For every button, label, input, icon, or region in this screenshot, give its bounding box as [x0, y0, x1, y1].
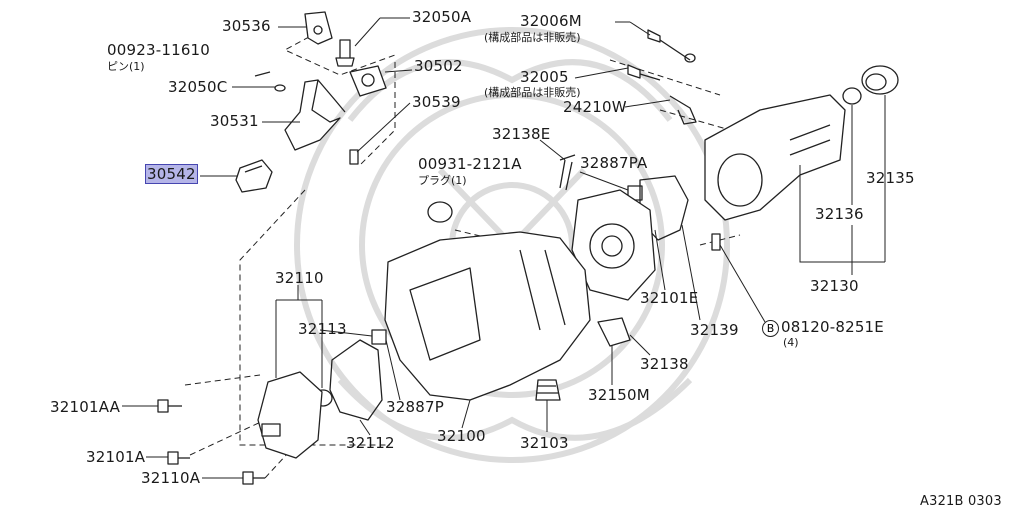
part-32006M-switch [647, 29, 696, 63]
label-32101AA: 32101AA [50, 398, 121, 416]
part-30531-fork [284, 79, 346, 151]
part-32103-boot [535, 379, 561, 401]
label-00923-sub: ピン(1) [107, 60, 145, 73]
label-32136: 32136 [815, 205, 864, 223]
part-32101AA-bolt [157, 399, 182, 413]
part-32110-front-cover [257, 371, 323, 459]
part-32005-switch [627, 64, 661, 81]
part-32112-gasket [329, 339, 383, 421]
part-32050C-clip [274, 84, 286, 92]
part-30542-boot [235, 159, 273, 193]
label-32006M-sub: (構成部品は非販売) [484, 31, 581, 44]
label-30542-highlight: 30542 [145, 164, 198, 184]
label-32887PA: 32887PA [580, 154, 648, 172]
part-32130-extension-housing [704, 94, 846, 221]
label-24210W: 24210W [563, 98, 627, 116]
label-08120-8251E: 08120-8251E [781, 318, 884, 336]
label-30536: 30536 [222, 17, 271, 35]
part-32100-transmission-case [384, 231, 591, 401]
label-32113: 32113 [298, 320, 347, 338]
part-32113-bushing [371, 329, 387, 345]
part-32139-adapter-plate [571, 189, 656, 301]
part-30539-pin [349, 149, 359, 165]
label-32050A: 32050A [412, 8, 472, 26]
part-32136-bushing [842, 87, 862, 105]
label-32100: 32100 [437, 427, 486, 445]
label-32101A: 32101A [86, 448, 146, 466]
label-32150M: 32150M [588, 386, 650, 404]
label-32887P: 32887P [386, 398, 444, 416]
label-32005: 32005 [520, 68, 569, 86]
label-00923-11610: 00923-11610 [107, 41, 211, 59]
label-32130: 32130 [810, 277, 859, 295]
label-30539: 30539 [412, 93, 461, 111]
label-32050C: 32050C [168, 78, 228, 96]
label-32110: 32110 [275, 269, 324, 287]
label-32138E: 32138E [492, 125, 551, 143]
part-32101A-bolt [167, 451, 190, 465]
bolt-type-b-circle: B [762, 320, 779, 337]
label-32112: 32112 [346, 434, 395, 452]
label-32005-sub: (構成部品は非販売) [484, 86, 581, 99]
label-32135: 32135 [866, 169, 915, 187]
part-00923-pin [254, 71, 271, 77]
part-08120-bolt [711, 233, 721, 251]
part-32135-seal [861, 65, 899, 95]
label-32101E: 32101E [640, 289, 699, 307]
label-32110A: 32110A [141, 469, 201, 487]
label-32138: 32138 [640, 355, 689, 373]
part-30502-bearing [349, 65, 387, 97]
label-30502: 30502 [414, 57, 463, 75]
diagram-code: A321B 0303 [920, 494, 1002, 509]
watermark-emblem [294, 27, 730, 463]
part-30536-bracket [304, 11, 333, 45]
label-00931-sub: プラグ(1) [418, 174, 467, 187]
part-32138E-tube [559, 154, 576, 191]
part-32138-plate [597, 317, 631, 347]
label-32139: 32139 [690, 321, 739, 339]
label-08120-sub: (4) [783, 336, 799, 349]
part-00931-plug [427, 201, 453, 223]
label-00931-2121A: 00931-2121A [418, 155, 522, 173]
part-24210W-clip [669, 95, 697, 125]
part-32110A-bolt [242, 471, 265, 485]
label-30531: 30531 [210, 112, 259, 130]
leader-lines [122, 17, 886, 479]
part-32050A-bolt [335, 39, 355, 67]
label-32006M: 32006M [520, 12, 582, 30]
label-32103: 32103 [520, 434, 569, 452]
label-30542: 30542 [145, 164, 198, 184]
